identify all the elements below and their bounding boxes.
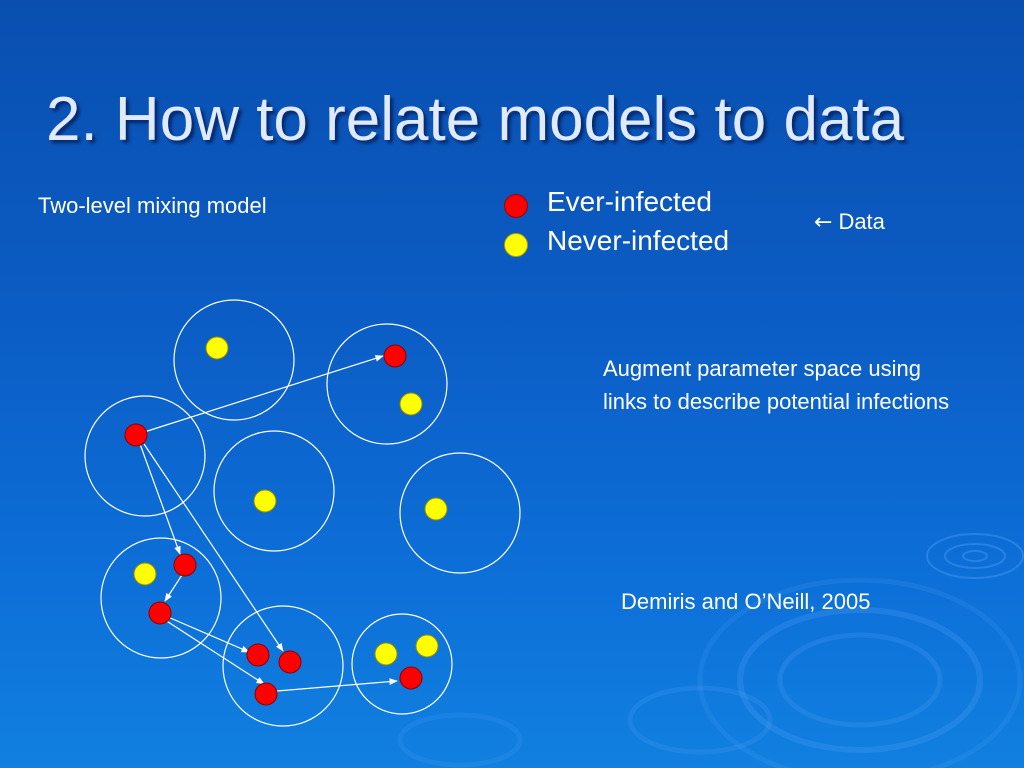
household-circle [213, 430, 335, 552]
infection-link-arrow [164, 574, 183, 602]
household-circle [351, 613, 453, 715]
slide-title: 2. How to relate models to data [46, 85, 905, 154]
legend-never-infected-label: Never-infected [547, 225, 730, 256]
infection-link-arrow [143, 443, 284, 652]
household-circle [100, 537, 222, 659]
ever-infected-individual [278, 650, 302, 674]
infection-link-arrow [164, 619, 265, 685]
ever-infected-individual [383, 344, 407, 368]
left-arrow-icon: ← [814, 210, 833, 235]
never-infected-individual [205, 336, 229, 360]
never-infected-individual [399, 392, 423, 416]
never-infected-individual [253, 489, 277, 513]
household-circle [326, 323, 448, 445]
slide-subtitle: Two-level mixing model [38, 193, 267, 218]
ever-infected-individual [399, 666, 423, 690]
infection-link-arrow [137, 355, 384, 435]
never-infected-individual [424, 497, 448, 521]
legend-ever-infected-dot [504, 194, 528, 218]
household-circle [173, 299, 295, 421]
infection-link-arrow [139, 443, 181, 555]
ever-infected-individual [148, 601, 172, 625]
description-text: Augment parameter space using links to d… [603, 356, 950, 414]
never-infected-individual [415, 634, 439, 658]
legend-ever-infected-label: Ever-infected [547, 186, 712, 217]
data-note: ←Data [814, 208, 885, 237]
infection-link-arrow [276, 678, 398, 692]
ever-infected-individual [173, 553, 197, 577]
never-infected-individual [374, 642, 398, 666]
ever-infected-individual [246, 643, 270, 667]
ever-infected-individual [124, 423, 148, 447]
data-note-label: Data [838, 209, 885, 234]
household-circle [399, 452, 521, 574]
ever-infected-individual [254, 682, 278, 706]
never-infected-individual [133, 562, 157, 586]
household-circle [84, 395, 206, 517]
citation: Demiris and O’Neill, 2005 [621, 589, 871, 614]
legend-never-infected-dot [504, 233, 528, 257]
household-circle [222, 605, 344, 727]
infection-link-arrow [167, 616, 250, 653]
